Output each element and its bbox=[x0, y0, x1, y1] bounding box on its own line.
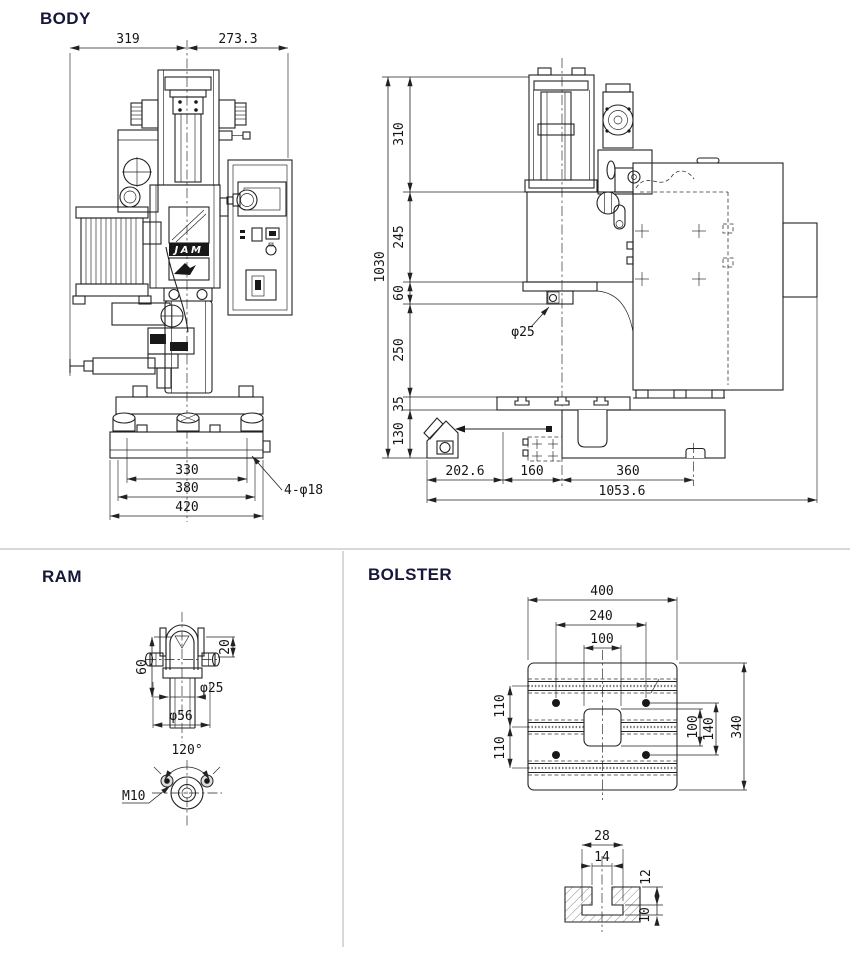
front-column: JAM bbox=[149, 184, 221, 394]
safety-label-glyph bbox=[174, 263, 196, 275]
dim-head-height: 310 bbox=[392, 122, 407, 145]
bolster-tslot-detail: 28 14 12 10 bbox=[564, 829, 663, 932]
dim-ram-diameter: φ25 bbox=[511, 325, 534, 340]
section-dividers bbox=[0, 548, 850, 947]
front-pump-box bbox=[117, 129, 159, 213]
dim-upper-frame: 245 bbox=[392, 225, 407, 248]
front-control-panel bbox=[219, 159, 293, 316]
dim-front-right-width: 273.3 bbox=[218, 32, 257, 47]
dim-bolster-opening: 100 bbox=[686, 715, 701, 738]
dim-tslot-width: 28 bbox=[594, 829, 610, 844]
side-frame bbox=[522, 157, 818, 391]
side-clamp-handle bbox=[596, 191, 620, 215]
ram-clevis-dimensions: 60 20 φ25 φ56 bbox=[135, 636, 236, 728]
dim-bolt-span: 330 bbox=[175, 463, 198, 478]
front-motor bbox=[72, 206, 189, 333]
body-side-view: 310 245 60 250 35 130 1030 φ25 202.6 160… bbox=[373, 58, 818, 503]
dim-bolster-depth: 340 bbox=[730, 715, 745, 738]
dim-guide-height: 60 bbox=[392, 285, 407, 301]
dim-pin-offset: 20 bbox=[218, 639, 233, 655]
dim-tslot-neck-depth: 12 bbox=[639, 869, 654, 885]
dim-throat: 250 bbox=[392, 338, 407, 361]
dim-tslot-depth: 10 bbox=[638, 907, 653, 923]
panel-switch-box bbox=[245, 269, 277, 301]
ram-section-title: RAM bbox=[42, 567, 82, 586]
dim-tslot-neck: 14 bbox=[594, 850, 610, 865]
bolster-plan-dimensions: 400 240 100 110 110 100 140 bbox=[493, 584, 747, 791]
dim-pedal-depth: 202.6 bbox=[445, 464, 484, 479]
dim-pitch-upper: 110 bbox=[493, 694, 508, 717]
dim-bolster-bolt-span-y: 140 bbox=[702, 717, 717, 740]
dim-bolster-slot-span: 100 bbox=[590, 632, 613, 647]
dim-clevis-height: 60 bbox=[135, 659, 150, 675]
dim-base-height: 130 bbox=[392, 422, 407, 445]
dim-ram-bore: φ25 bbox=[200, 681, 223, 696]
body-front-view: JAM bbox=[69, 32, 323, 522]
dim-total-depth: 1053.6 bbox=[599, 484, 646, 499]
dim-total-height: 1030 bbox=[373, 251, 388, 282]
dim-center-to-rear: 360 bbox=[616, 464, 639, 479]
bolster-section-title: BOLSTER bbox=[368, 565, 452, 584]
dim-base-width: 420 bbox=[175, 500, 198, 515]
side-head-assembly bbox=[524, 67, 598, 193]
dim-screw-thread: M10 bbox=[122, 789, 145, 804]
panel-handle bbox=[236, 189, 258, 211]
front-head-assembly bbox=[130, 69, 251, 186]
side-motor bbox=[596, 83, 653, 230]
dim-bolster-width: 400 bbox=[590, 584, 613, 599]
dim-pitch-lower: 110 bbox=[493, 736, 508, 759]
side-base bbox=[496, 389, 726, 486]
dim-pedal-to-center: 160 bbox=[520, 464, 543, 479]
dim-bolster-bolt-span-x: 240 bbox=[589, 609, 612, 624]
bolster-views: 400 240 100 110 110 100 140 bbox=[493, 584, 747, 932]
ram-bottom-view: 120° M10 bbox=[122, 743, 222, 828]
frame-reference-crosses bbox=[635, 224, 706, 286]
dim-base-inner: 380 bbox=[175, 481, 198, 496]
dim-ram-shaft: φ56 bbox=[169, 709, 192, 724]
dim-front-left-width: 319 bbox=[116, 32, 139, 47]
side-vertical-dimensions: 310 245 60 250 35 130 1030 bbox=[373, 76, 547, 459]
front-dimensions: 319 273.3 330 380 420 4-φ18 bbox=[69, 32, 323, 520]
dim-holes-note: 4-φ18 bbox=[284, 483, 323, 498]
ram-views: 60 20 φ25 φ56 bbox=[122, 612, 236, 828]
side-horizontal-dimensions: 202.6 160 360 1053.6 bbox=[426, 227, 818, 503]
front-valve-cluster bbox=[69, 302, 195, 389]
side-ram-dia-leader: φ25 bbox=[511, 306, 550, 340]
bolster-plan-view bbox=[527, 650, 678, 800]
side-foot-pedal bbox=[423, 417, 563, 462]
front-base bbox=[109, 385, 271, 459]
dim-table-plate: 35 bbox=[392, 396, 407, 412]
jam-logo-text: JAM bbox=[173, 245, 204, 256]
dim-screw-angle: 120° bbox=[171, 743, 202, 758]
jam-logo-band bbox=[169, 243, 209, 256]
body-section-title: BODY bbox=[40, 9, 91, 28]
